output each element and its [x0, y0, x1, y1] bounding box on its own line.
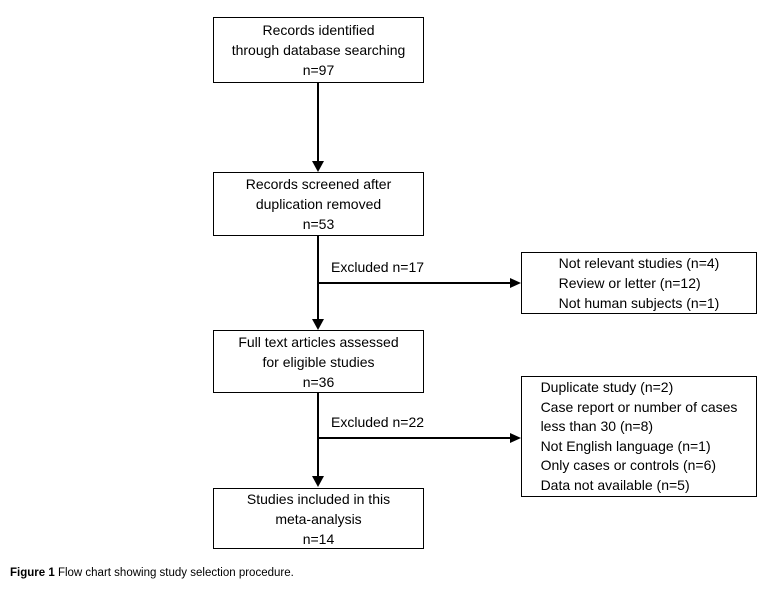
connector-line-excluded-22	[318, 437, 511, 439]
exclusion-reason: Case report or number of cases	[540, 398, 738, 415]
flowchart-box-records-screened: Records screened after duplication remov…	[213, 172, 424, 236]
connector-line-identified-to-screened	[317, 83, 319, 163]
box-text-line: Records screened after	[245, 176, 392, 192]
box-text-line: n=14	[302, 530, 335, 547]
exclusion-text-block: Duplicate study (n=2) Case report or num…	[541, 378, 738, 495]
box-text-line: n=97	[302, 62, 335, 78]
exclusion-reason: Only cases or controls (n=6)	[540, 457, 717, 473]
box-text-line: Studies included in this	[246, 490, 391, 507]
box-text-line: through database searching	[231, 42, 406, 58]
box-text-line: n=36	[302, 373, 335, 390]
box-text-line: meta-analysis	[275, 510, 362, 527]
arrowhead-right-icon	[510, 278, 521, 288]
flowchart-box-exclusion-reasons-2: Duplicate study (n=2) Case report or num…	[521, 376, 757, 497]
arrowhead-down-icon	[312, 476, 324, 487]
figure-caption: Figure 1 Flow chart showing study select…	[10, 566, 294, 581]
exclusion-text-block: Not relevant studies (n=4) Review or let…	[559, 253, 720, 313]
exclusion-reason: less than 30 (n=8)	[540, 418, 654, 434]
box-text-line: duplication removed	[255, 196, 382, 212]
box-text-line: Records identified	[262, 22, 375, 38]
connector-line-fulltext-to-included	[317, 393, 319, 477]
exclusion-reason: Not human subjects (n=1)	[558, 295, 720, 311]
edge-label-excluded-22: Excluded n=22	[331, 414, 425, 430]
arrowhead-right-icon	[510, 433, 521, 443]
figure-caption-text: Flow chart showing study selection proce…	[57, 567, 294, 579]
connector-line-excluded-17	[318, 282, 511, 284]
box-text-line: n=53	[302, 216, 335, 232]
exclusion-reason: Duplicate study (n=2)	[540, 379, 674, 395]
edge-label-excluded-17: Excluded n=17	[331, 259, 425, 275]
connector-line-screened-to-fulltext	[317, 236, 319, 320]
flowchart-box-fulltext-assessed: Full text articles assessed for eligible…	[213, 330, 424, 393]
arrowhead-down-icon	[312, 319, 324, 330]
exclusion-reason: Review or letter (n=12)	[558, 275, 701, 291]
flowchart-box-exclusion-reasons-1: Not relevant studies (n=4) Review or let…	[521, 252, 757, 314]
exclusion-reason: Not English language (n=1)	[540, 437, 711, 454]
exclusion-reason: Data not available (n=5)	[540, 476, 690, 493]
flowchart-box-studies-included: Studies included in this meta-analysis n…	[213, 488, 424, 549]
box-text-line: Full text articles assessed	[238, 333, 399, 350]
flowchart-box-records-identified: Records identified through database sear…	[213, 17, 424, 83]
arrowhead-down-icon	[312, 161, 324, 172]
figure-caption-label: Figure 1	[10, 567, 55, 579]
box-text-line: for eligible studies	[262, 353, 375, 370]
exclusion-reason: Not relevant studies (n=4)	[558, 255, 720, 271]
